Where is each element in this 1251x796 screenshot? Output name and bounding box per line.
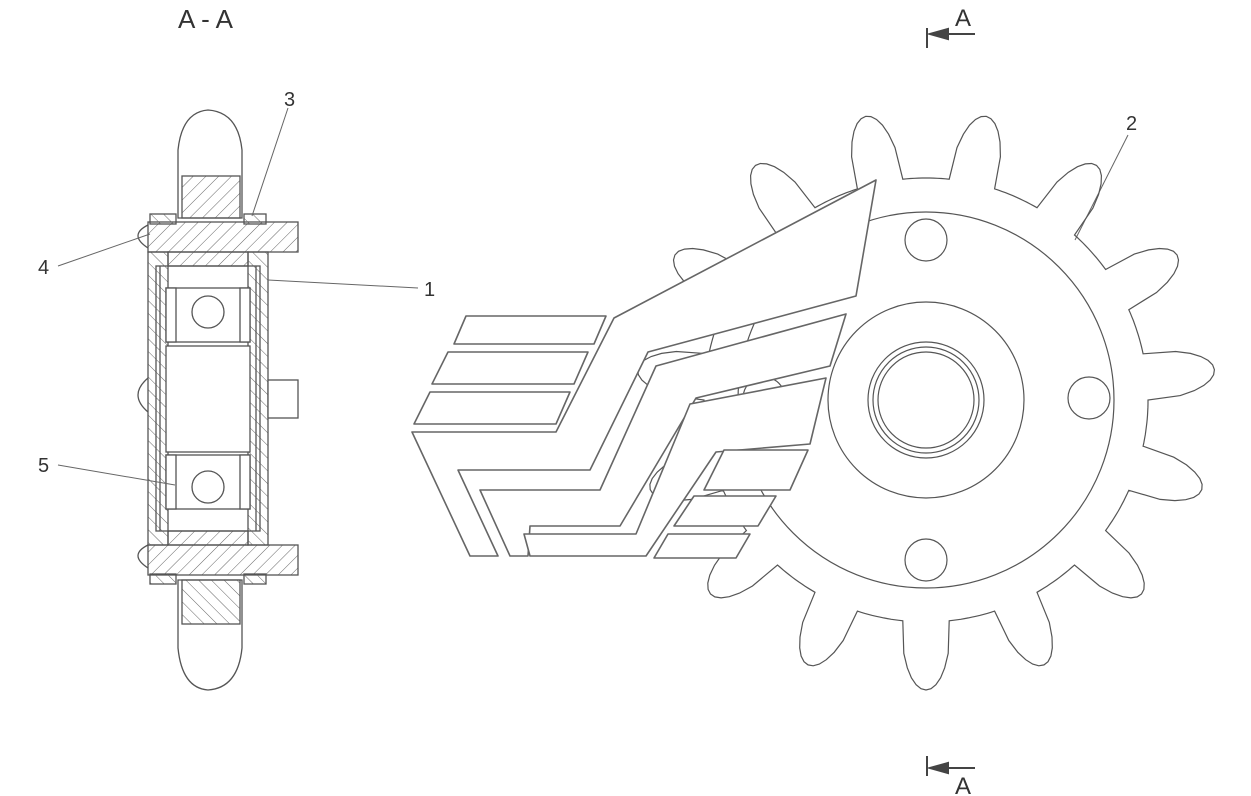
top-washer-right [243,213,267,225]
section-view [137,109,299,691]
left-bump-mid [137,377,149,413]
ball-bottom [191,470,225,504]
housing-top-band [167,251,249,267]
spacer [165,345,251,453]
housing-inner [155,265,261,532]
watermark-logo [411,179,877,559]
ball-top [191,295,225,329]
logo-bar-5 [673,495,777,527]
hub-stub [267,379,299,419]
logo-bar-3 [413,391,571,425]
top-washer-left [149,213,177,225]
logo-bar-1 [453,315,607,345]
callout-1: 1 [424,279,435,301]
bearing-top-inner-left [165,287,177,343]
section-marker-bottom [926,756,975,776]
bolt-hole-right [1067,376,1111,420]
bearing-top-inner-right [239,287,251,343]
housing-left-wall [147,251,169,546]
bore-outer [867,341,985,459]
section-marker-top [926,27,975,48]
bearing-bottom-inner-left [165,454,177,510]
logo-bar-2 [431,351,589,385]
bolt-hole-top [904,218,948,262]
hub-circle [827,301,1025,499]
logo-band-2 [479,313,847,557]
housing-right-wall [247,251,269,546]
logo-band-1 [411,179,877,557]
bearing-bottom-inner-right [239,454,251,510]
callout-3: 3 [284,89,295,111]
callout-leaders [57,107,1129,486]
callout-4: 4 [38,257,49,279]
tooth-top-hatch [181,175,241,219]
bottom-washer-right [243,573,267,585]
section-marker-bottom-label: A [955,773,971,796]
callout-2: 2 [1126,113,1137,135]
section-marker-top-label: A [955,5,971,32]
bore-ring [872,346,980,454]
logo-bar-6 [653,533,751,559]
top-shaft [147,221,299,253]
logo-band-3 [523,377,827,557]
housing-bottom-band [167,530,249,546]
tooth-bottom-hatch [181,579,241,625]
sprocket-outline [636,115,1216,691]
bore-inner [877,351,975,449]
left-bump-top [137,224,149,249]
bottom-shaft [147,544,299,576]
callout-5: 5 [38,455,49,477]
bolt-hole-bottom [904,538,948,582]
left-bump-bottom [137,544,149,569]
bottom-washer-left [149,573,177,585]
section-title: A - A [178,4,234,34]
logo-bar-4 [703,449,809,491]
